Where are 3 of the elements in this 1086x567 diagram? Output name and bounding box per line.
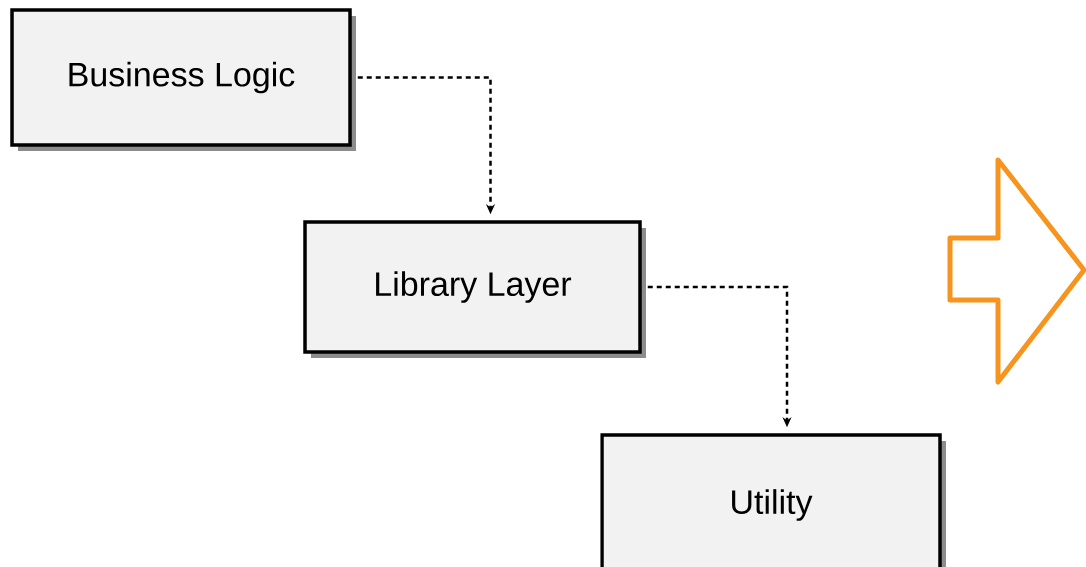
process-box: Library Layer [303, 220, 646, 358]
process-box: Business Logic [10, 8, 356, 151]
process-box: Utility [600, 433, 946, 567]
